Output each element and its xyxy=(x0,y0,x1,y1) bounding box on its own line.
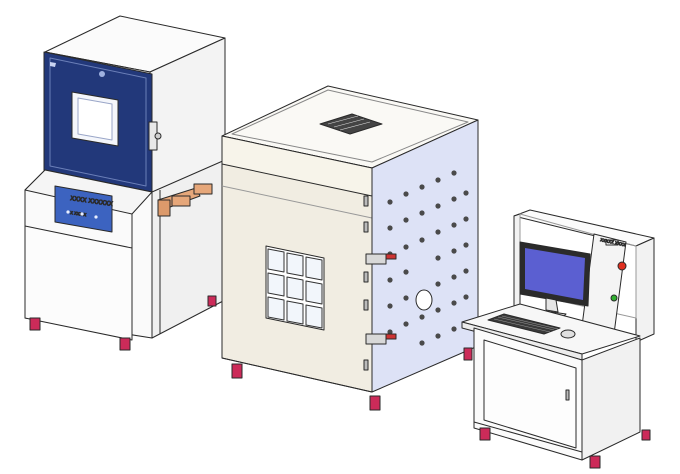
caster-icon xyxy=(29,317,41,331)
console-header-text: XXXXX XXXX xyxy=(600,237,627,247)
caster-icon xyxy=(369,395,381,411)
clamp-icon xyxy=(365,333,387,345)
left-control-panel xyxy=(54,185,113,233)
caster-icon xyxy=(641,429,651,441)
console-cabinet-door xyxy=(483,339,577,449)
panel-button-icon xyxy=(80,212,84,216)
power-lamp-icon xyxy=(610,294,618,302)
console-side-label xyxy=(605,239,619,246)
console-upper-right-post xyxy=(635,237,655,343)
caster-icon xyxy=(207,295,217,307)
door-emblem-icon xyxy=(50,62,56,67)
console-upper-frame xyxy=(513,209,655,247)
left-casters xyxy=(29,295,217,351)
latch-knob-icon xyxy=(154,132,162,140)
center-test-chamber xyxy=(221,85,479,411)
caster-icon xyxy=(479,427,491,441)
console-cabinet-side xyxy=(581,337,641,461)
cabinet-handle xyxy=(565,389,570,401)
vent-slots xyxy=(327,115,371,131)
copper-flange-2 xyxy=(193,183,213,195)
top-vent-grille xyxy=(319,113,383,135)
clamp-bolt-icon xyxy=(385,253,397,260)
center-front-band-line xyxy=(221,185,373,219)
left-control-panel-subtext: X XXX X xyxy=(70,210,87,217)
copper-flange-3 xyxy=(171,195,191,207)
door-logo-icon xyxy=(99,71,105,77)
emergency-stop-icon xyxy=(617,261,627,271)
monitor-stand xyxy=(545,297,559,313)
panel-button-icon xyxy=(94,215,98,219)
left-test-chamber: XXXX XXXXXX X XXX X xyxy=(24,15,226,351)
panel-button-icon xyxy=(66,210,70,214)
cabinet-bottom-trim xyxy=(473,421,583,453)
caster-icon xyxy=(119,337,131,351)
caster-icon xyxy=(589,455,601,469)
mouse-icon xyxy=(560,329,576,339)
caster-icon xyxy=(463,347,473,361)
center-casters xyxy=(231,347,473,411)
console-casters xyxy=(479,427,651,469)
left-chamber-door-border xyxy=(49,57,147,187)
left-base-side xyxy=(151,159,226,339)
control-console: XXXXX XXXX xyxy=(461,209,655,469)
left-chamber-window-inner xyxy=(77,97,113,141)
caster-icon xyxy=(231,363,243,379)
center-chamber-top-rim xyxy=(231,89,469,163)
center-bottom-edge xyxy=(221,357,373,393)
center-window-grid xyxy=(265,245,325,331)
copper-flange-1 xyxy=(157,199,171,217)
side-large-port xyxy=(415,289,433,311)
keyboard-keys xyxy=(493,315,559,333)
clamp-icon xyxy=(365,253,387,265)
door-clamps xyxy=(363,195,397,371)
clamp-bolt-icon xyxy=(385,333,397,340)
monitor-screen xyxy=(525,248,585,300)
